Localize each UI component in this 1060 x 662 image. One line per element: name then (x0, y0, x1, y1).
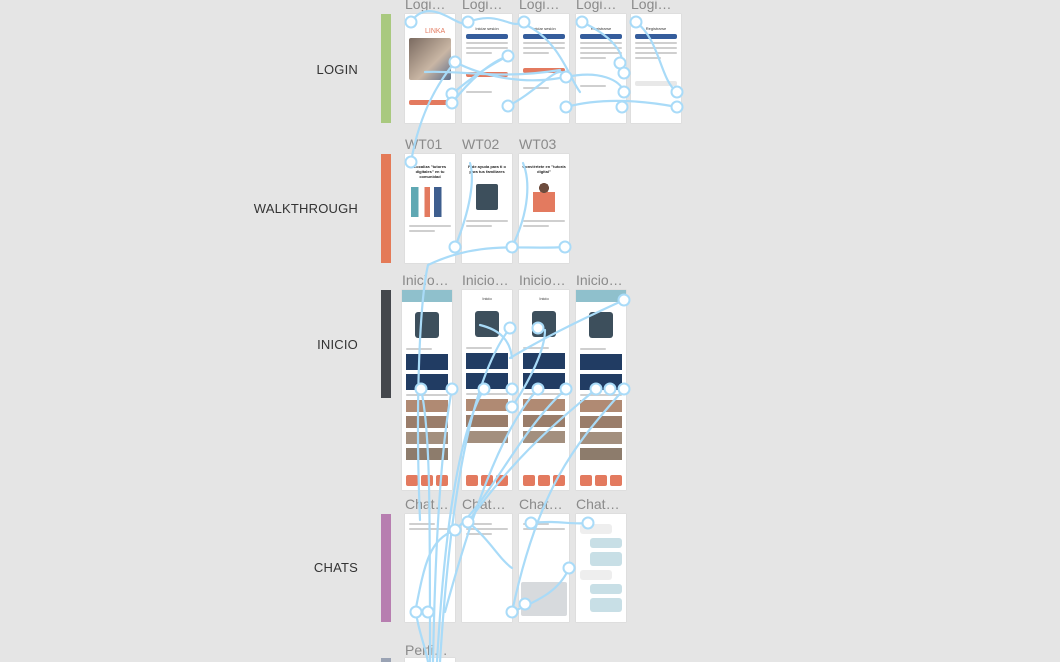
frame-title-chat-3[interactable]: Chat… (519, 496, 563, 512)
frame-title-wt03[interactable]: WT03 (519, 136, 557, 152)
screen-heading: Registrarse (590, 26, 612, 31)
screen-heading: Inicio (539, 296, 549, 301)
frame-title-chat-1[interactable]: Chat… (405, 496, 449, 512)
screen-heading: Iniciar sesión (475, 26, 499, 31)
facebook-button[interactable] (523, 34, 565, 39)
frame-chat-4[interactable] (576, 514, 626, 622)
frame-title-wt02[interactable]: WT02 (462, 136, 500, 152)
section-bar-inicio (381, 290, 391, 398)
card[interactable] (406, 354, 448, 370)
frame-inicio-2[interactable]: Inicio (462, 290, 512, 490)
facebook-button[interactable] (580, 34, 622, 39)
frame-title-chat-2[interactable]: Chat… (462, 496, 506, 512)
frame-wt03[interactable]: Conviértete en "tutor/a digital" (519, 154, 569, 263)
frame-inicio-3[interactable]: Inicio (519, 290, 569, 490)
illustration (415, 312, 439, 338)
section-label-walkthrough: WALKTHROUGH (253, 201, 358, 216)
frame-title-login-2[interactable]: Logi… (462, 0, 503, 12)
frame-title-login-4[interactable]: Logi… (576, 0, 617, 12)
screen-heading: Inicio (482, 296, 492, 301)
frame-login-3[interactable]: Iniciar sesión (519, 14, 569, 123)
frame-chat-3[interactable] (519, 514, 569, 622)
section-bar-chats (381, 514, 391, 622)
frame-wt02[interactable]: Pide ayuda para ti o para tus familiares (462, 154, 512, 263)
section-label-inicio: INICIO (317, 337, 358, 352)
frame-inicio-1[interactable] (402, 290, 452, 490)
screen-heading: Iniciar sesión (532, 26, 556, 31)
frame-perfil-1[interactable] (405, 658, 455, 662)
logo-text: LINKA (425, 28, 446, 35)
frame-chat-2[interactable] (462, 514, 512, 622)
frame-title-login-3[interactable]: Logi… (519, 0, 560, 12)
submit-button[interactable] (466, 72, 508, 77)
screen-heading: Registrarse (645, 26, 667, 31)
facebook-button[interactable] (466, 34, 508, 39)
frame-title-inicio-2[interactable]: Inicio… (462, 272, 509, 288)
wt-heading: Conviértete en "tutor/a digital" (522, 164, 566, 174)
frame-login-2[interactable]: Iniciar sesión (462, 14, 512, 123)
login-cta[interactable] (409, 100, 451, 105)
submit-button[interactable] (523, 68, 565, 73)
section-bar-login (381, 14, 391, 123)
section-label-chats: CHATS (313, 560, 358, 575)
frame-title-inicio-4[interactable]: Inicio… (576, 272, 623, 288)
section-bar-perfil (381, 658, 391, 662)
keyboard[interactable] (521, 582, 567, 616)
frame-title-inicio-3[interactable]: Inicio… (519, 272, 566, 288)
illustration (533, 182, 555, 212)
illustration (476, 184, 498, 210)
wt-heading: Pide ayuda para ti o para tus familiares (468, 164, 506, 174)
frame-login-4[interactable]: Registrarse (576, 14, 626, 123)
frame-title-wt01[interactable]: WT01 (405, 136, 443, 152)
hero-photo (409, 38, 451, 80)
frame-login-5[interactable]: Registrarse (631, 14, 681, 123)
illustration (411, 187, 449, 217)
section-bar-walkthrough (381, 154, 391, 263)
wt-heading: Localiza "tutores digitales" en tu comun… (413, 164, 447, 179)
frame-wt01[interactable]: Localiza "tutores digitales" en tu comun… (405, 154, 455, 263)
frame-title-perfil-1[interactable]: Perfi… (405, 642, 448, 658)
facebook-button[interactable] (635, 34, 677, 39)
frame-login-1[interactable]: LINKA (405, 14, 455, 123)
section-label-login: LOGIN (316, 62, 358, 77)
frame-inicio-4[interactable] (576, 290, 626, 490)
frame-title-chat-4[interactable]: Chat… (576, 496, 620, 512)
frame-chat-1[interactable] (405, 514, 455, 622)
frame-title-login-1[interactable]: Logi… (405, 0, 446, 12)
card[interactable] (406, 374, 448, 390)
frame-title-inicio-1[interactable]: Inicio… (402, 272, 449, 288)
frame-title-login-5[interactable]: Logi… (631, 0, 672, 12)
